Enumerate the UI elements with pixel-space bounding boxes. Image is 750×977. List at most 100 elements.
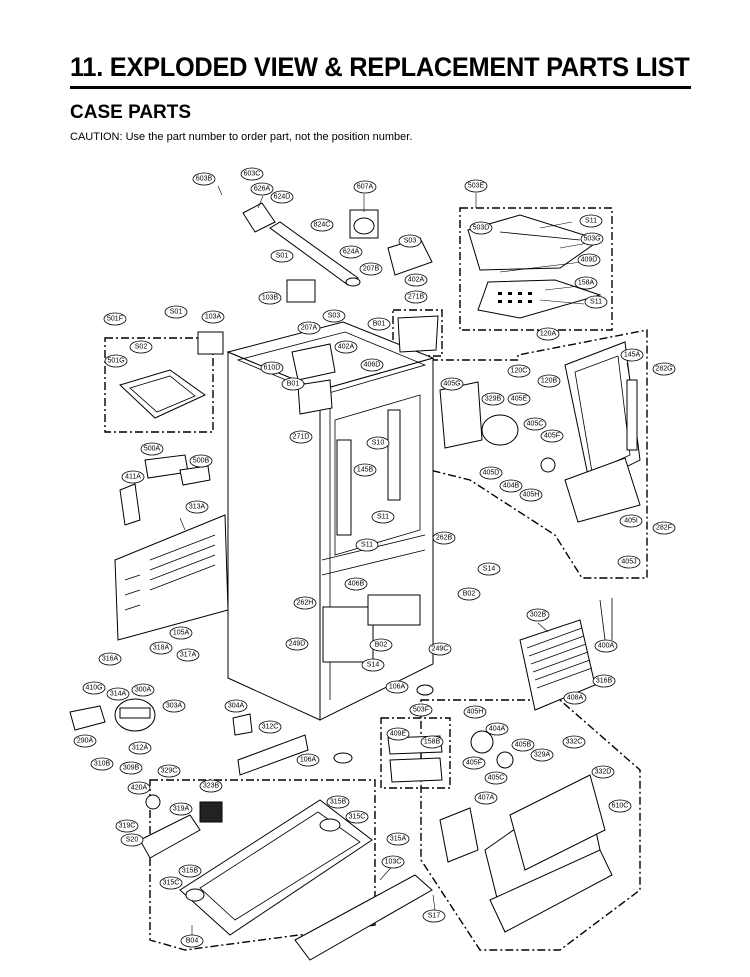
part-callout: 315B	[326, 795, 350, 809]
base-pan	[179, 799, 433, 961]
part-callout: 300A	[131, 683, 155, 697]
part-callout-label: 411A	[125, 474, 141, 481]
part-callout: 103B	[258, 291, 282, 305]
part-callout-label: 408A	[567, 695, 584, 702]
part-callout-label: 262B	[436, 535, 453, 542]
back-panel	[114, 514, 229, 641]
part-callout: 313A	[185, 500, 209, 514]
part-callout: 323B	[199, 779, 223, 793]
part-callout-label: B01	[287, 381, 300, 388]
part-callout-label: 120A	[540, 331, 557, 338]
part-callout-label: 405F	[544, 433, 560, 440]
part-callout: S01	[164, 305, 188, 319]
part-callout-label: B02	[463, 591, 476, 598]
part-callout-label: 405B	[515, 742, 532, 749]
part-callout-label: 503E	[468, 183, 485, 190]
part-callout: 282G	[652, 362, 676, 376]
part-callout: B01	[281, 377, 305, 391]
part-callout: S11	[371, 510, 395, 524]
part-callout-label: 315B	[330, 799, 347, 806]
part-callout: 103A	[201, 310, 225, 324]
part-callout-label: 410G	[85, 685, 102, 692]
part-callout: 626A	[250, 182, 274, 196]
part-callout: 207A	[297, 321, 321, 335]
part-callout: 409D	[577, 253, 601, 267]
part-callout: 145A	[620, 348, 644, 362]
part-callout: 406D	[360, 358, 384, 372]
part-callout: 329C	[157, 764, 181, 778]
part-callout-label: S03	[328, 313, 341, 320]
part-callout-label: 405C	[488, 775, 505, 782]
part-callout: 405B	[511, 738, 535, 752]
part-callout: 500B	[189, 454, 213, 468]
part-callout-label: 120C	[511, 368, 528, 375]
part-callout: 302B	[526, 608, 550, 622]
part-callout: 332C	[562, 735, 586, 749]
part-callout: 315C	[345, 810, 369, 824]
part-callout: 405I	[619, 514, 643, 528]
part-callout-label: 120B	[541, 378, 558, 385]
part-callout: S03	[322, 309, 346, 323]
part-callout-label: 323B	[203, 783, 220, 790]
part-callout: 603C	[240, 167, 264, 181]
part-callout-label: 824C	[314, 222, 331, 229]
part-callout-label: 317A	[180, 652, 197, 659]
part-callout: 610D	[260, 361, 284, 375]
part-callout-label: 319A	[173, 806, 190, 813]
part-callout: 271D	[289, 430, 313, 444]
part-callout: 404A	[485, 722, 509, 736]
part-callout-label: 316A	[102, 656, 119, 663]
part-callout-label: B01	[373, 321, 386, 328]
evaporator	[519, 598, 613, 711]
part-callout-label: 315A	[390, 836, 407, 843]
part-callout-label: 282F	[656, 525, 672, 532]
part-callout-label: 503F	[413, 707, 429, 714]
part-callout-label: S11	[585, 218, 597, 225]
part-callout: 405J	[617, 555, 641, 569]
part-callout: S14	[477, 562, 501, 576]
part-callout: 404B	[499, 479, 523, 493]
part-callout: 303A	[162, 699, 186, 713]
part-callout-label: 271B	[408, 294, 425, 301]
part-callout: 315A	[386, 832, 410, 846]
part-callout: 106A	[385, 680, 409, 694]
part-callout-label: S02	[135, 344, 148, 351]
part-callout: 610C	[608, 799, 632, 813]
part-callout-label: 309B	[123, 765, 140, 772]
part-callout: 420A	[127, 781, 151, 795]
part-callout: 290A	[73, 734, 97, 748]
part-callout: 120A	[536, 327, 560, 341]
part-callout-label: 282G	[655, 366, 672, 373]
part-callout: 408A	[563, 691, 587, 705]
part-callout-label: 103C	[385, 859, 402, 866]
part-callout-label: S03	[404, 238, 417, 245]
top-hinge-parts	[197, 202, 439, 415]
part-callout: 329B	[481, 392, 505, 406]
part-callout: 500A	[140, 442, 164, 456]
part-callout: 315B	[178, 864, 202, 878]
ice-maker-group	[467, 214, 602, 319]
part-callout-label: 106A	[389, 684, 406, 691]
part-callout: 316B	[592, 674, 616, 688]
part-callout-label: 332D	[595, 769, 612, 776]
part-callout-label: 405E	[511, 396, 528, 403]
part-callout-label: 405D	[483, 470, 500, 477]
part-callout-label: S01	[170, 309, 183, 316]
part-callout-label: 405F	[466, 760, 482, 767]
part-callout-label: 158B	[424, 739, 441, 746]
part-callout-label: S20	[126, 837, 139, 844]
part-callout-label: 503D	[473, 225, 490, 232]
part-callout: 310B	[90, 757, 114, 771]
section-title: CASE PARTS	[70, 102, 192, 123]
part-callout: 603B	[192, 172, 216, 186]
part-callout-label: 145B	[357, 467, 374, 474]
part-callout: S14	[361, 658, 385, 672]
part-callout-label: 603B	[196, 176, 213, 183]
part-callout-label: S17	[428, 913, 441, 920]
part-callout: 406B	[344, 577, 368, 591]
part-callout-label: S14	[483, 566, 496, 573]
part-callout: 158A	[574, 276, 598, 290]
part-callout: 624A	[339, 245, 363, 259]
part-callout: 312C	[258, 720, 282, 734]
